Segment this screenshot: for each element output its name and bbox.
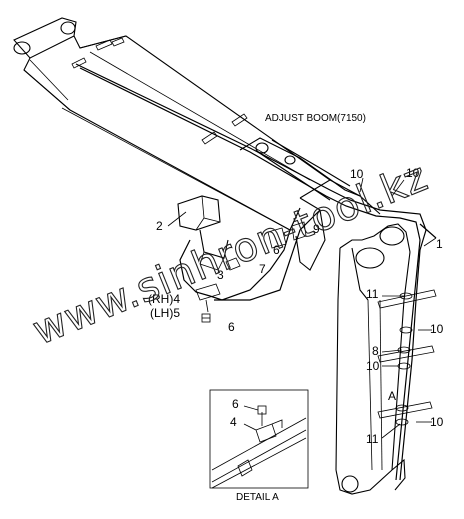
hose-lines [75, 63, 437, 481]
detail-label-6: 6 [232, 397, 239, 411]
label-1: 1 [436, 237, 443, 251]
label-7: 7 [259, 262, 266, 276]
label-6-lower: 6 [228, 320, 235, 334]
label-10-bottom: 10 [430, 415, 444, 429]
detail-a-caption: DETAIL A [236, 492, 279, 503]
upper-boom [13, 17, 332, 231]
label-11-upper: 11 [366, 287, 379, 301]
label-9: 9 [313, 222, 320, 236]
label-10-top-right: 10 [406, 166, 420, 180]
leader-lines [167, 177, 437, 439]
arm [335, 223, 411, 495]
label-3: 3 [217, 268, 224, 282]
label-10-mid: 10 [430, 322, 444, 336]
boom-nose-bracket [239, 137, 381, 271]
label-10-top-left: 10 [350, 167, 364, 181]
small-brackets [195, 221, 307, 323]
label-8: 8 [372, 344, 379, 358]
detail-a-box [209, 389, 309, 489]
label-lh5: (LH)5 [150, 306, 180, 320]
detail-label-4: 4 [230, 415, 237, 429]
label-6-upper: 6 [273, 243, 280, 257]
work-lamp [177, 195, 229, 271]
adjust-boom-caption: ADJUST BOOM(7150) [265, 113, 366, 124]
detail-marker-a: A [388, 389, 396, 403]
label-10-lower: 10 [366, 359, 380, 373]
label-11-lower: 11 [366, 432, 379, 446]
label-2: 2 [156, 219, 163, 233]
label-rh4: (RH)4 [148, 292, 180, 306]
